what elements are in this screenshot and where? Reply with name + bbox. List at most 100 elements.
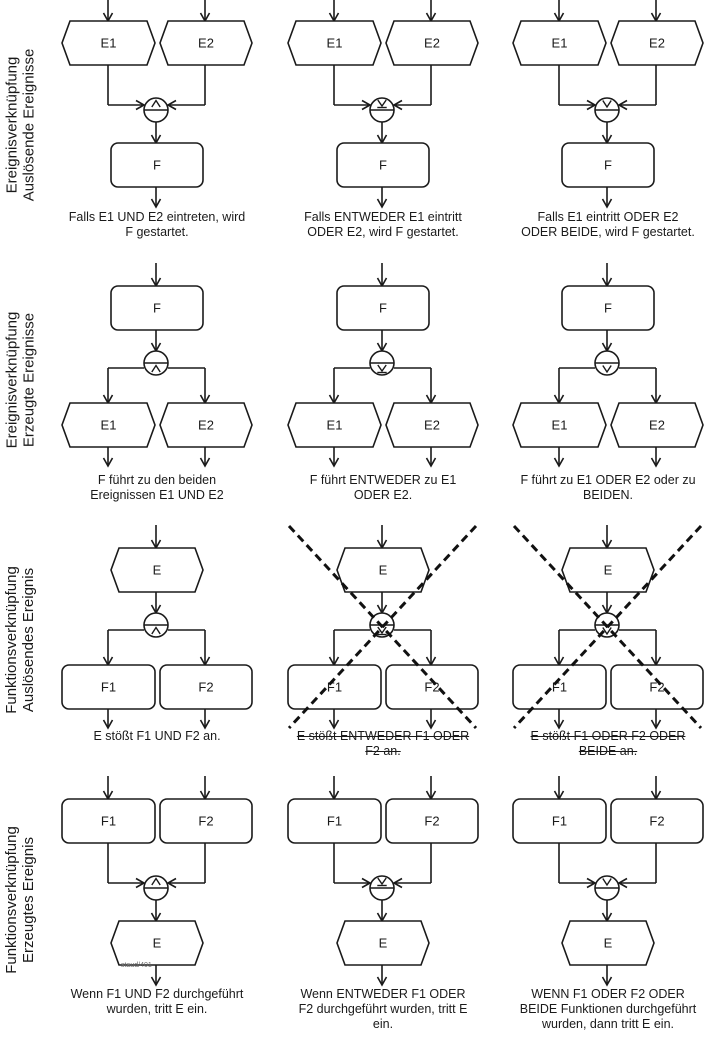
caption-and-join-events: Falls E1 UND E2 eintreten, wird F gestar… xyxy=(47,210,267,240)
arrowhead-icon xyxy=(150,198,162,209)
caption-line: F führt zu den beiden xyxy=(97,473,217,487)
arrowhead-icon xyxy=(425,719,437,730)
caption-or-split-events: F führt zu E1 ODER E2 oder zu BEIDEN. xyxy=(498,473,709,503)
arrowhead-icon xyxy=(392,877,403,889)
event-shape xyxy=(287,402,382,448)
caption-line: E stößt F1 UND F2 an. xyxy=(93,729,221,743)
event-label: E xyxy=(604,563,613,578)
arrowhead-icon xyxy=(199,719,211,730)
arrowhead-icon xyxy=(361,99,372,111)
connector-or-icon xyxy=(594,97,620,123)
row-label-function-split-triggering: Funktionsverknüpfung Auslösendes Ereigni… xyxy=(0,515,40,765)
event-label: E1 xyxy=(101,36,117,51)
function-shape xyxy=(385,664,479,710)
invalid-cross-icon xyxy=(287,524,478,730)
event-shape xyxy=(561,547,655,593)
function-label: F2 xyxy=(198,814,213,829)
function-label: F1 xyxy=(552,680,567,695)
caption-line: F2 durchgeführt wurden, tritt E xyxy=(298,1002,468,1016)
row-label-line1: Funktionsverknüpfung xyxy=(3,566,20,714)
function-label: F2 xyxy=(198,680,213,695)
function-label: F1 xyxy=(552,814,567,829)
event-label: E1 xyxy=(327,418,343,433)
function-shape xyxy=(561,142,655,188)
arrowhead-icon xyxy=(586,877,597,889)
or-symbol xyxy=(602,627,612,636)
xor-symbol xyxy=(377,364,387,373)
connector-and-icon xyxy=(143,97,169,123)
function-shape xyxy=(561,285,655,331)
event-shape xyxy=(159,402,253,448)
caption-line: ODER E2, wird F gestartet. xyxy=(307,225,459,239)
arrowhead-icon xyxy=(150,976,162,987)
row-label-line1: Funktionsverknüpfung xyxy=(3,826,20,974)
function-shape xyxy=(610,664,704,710)
caption-and-join-functions: Wenn F1 UND F2 durchgeführt wurden, trit… xyxy=(47,987,267,1017)
cross-line xyxy=(287,524,478,730)
arrowhead-icon xyxy=(601,198,613,209)
function-shape xyxy=(610,798,704,844)
arrowhead-icon xyxy=(361,877,372,889)
arrowhead-icon xyxy=(425,457,437,468)
function-shape xyxy=(159,664,253,710)
event-label: E2 xyxy=(424,418,440,433)
row-label-line2: Auslösende Ereignisse xyxy=(20,48,37,202)
row-label-line2: Erzeugte Ereignisse xyxy=(20,312,38,448)
cell-row2-xor: F E1 E2 xyxy=(287,263,479,468)
arrowhead-icon xyxy=(376,198,388,209)
function-label: F1 xyxy=(101,814,116,829)
caption-line: F führt zu E1 ODER E2 oder zu xyxy=(520,473,696,487)
event-shape xyxy=(159,20,253,66)
event-label: E xyxy=(153,563,162,578)
and-symbol xyxy=(151,626,161,635)
and-symbol xyxy=(151,99,161,108)
caption-line: F2 an. xyxy=(365,744,401,758)
caption-or-join-functions: WENN F1 ODER F2 ODER BEIDE Funktionen du… xyxy=(498,987,709,1032)
arrowhead-icon xyxy=(617,99,628,111)
caption-line: ODER BEIDE, wird F gestartet. xyxy=(521,225,695,239)
event-shape xyxy=(512,20,607,66)
event-shape xyxy=(610,402,704,448)
event-shape xyxy=(110,920,204,966)
event-label: E2 xyxy=(649,418,665,433)
arrowhead-icon xyxy=(135,877,146,889)
function-label: F xyxy=(379,301,387,316)
caption-line: wurden, tritt E ein. xyxy=(106,1002,208,1016)
event-shape xyxy=(61,20,156,66)
row-label-line2: Auslösendes Ereignis xyxy=(20,567,37,713)
event-shape xyxy=(287,20,382,66)
caption-or-join-events: Falls E1 eintritt ODER E2 ODER BEIDE, wi… xyxy=(498,210,709,240)
arrowhead-icon xyxy=(166,877,177,889)
caption-line: E stößt ENTWEDER F1 ODER xyxy=(296,729,470,743)
function-shape xyxy=(159,798,253,844)
function-label: F xyxy=(604,301,612,316)
event-shape xyxy=(336,547,430,593)
event-label: E2 xyxy=(424,36,440,51)
row-label-event-split-generated: Ereignisverknüpfung Erzeugte Ereignisse xyxy=(0,255,40,505)
connector-and-icon xyxy=(143,350,169,376)
caption-and-split-functions: E stößt F1 UND F2 an. xyxy=(47,729,267,744)
arrowhead-icon xyxy=(135,99,146,111)
xor-symbol xyxy=(377,877,387,886)
caption-line: E stößt F1 ODER F2 ODER xyxy=(530,729,686,743)
caption-xor-join-events: Falls ENTWEDER E1 eintritt ODER E2, wird… xyxy=(273,210,493,240)
event-label: E1 xyxy=(552,418,568,433)
function-shape xyxy=(336,142,430,188)
event-label: E xyxy=(379,563,388,578)
caption-line: Falls E1 UND E2 eintreten, wird xyxy=(68,210,246,224)
event-label: E1 xyxy=(327,36,343,51)
event-shape xyxy=(61,402,156,448)
caption-line: BEIDE an. xyxy=(578,744,638,758)
event-label: E1 xyxy=(101,418,117,433)
cross-line xyxy=(512,524,703,730)
arrowhead-icon xyxy=(586,99,597,111)
event-label: E2 xyxy=(649,36,665,51)
